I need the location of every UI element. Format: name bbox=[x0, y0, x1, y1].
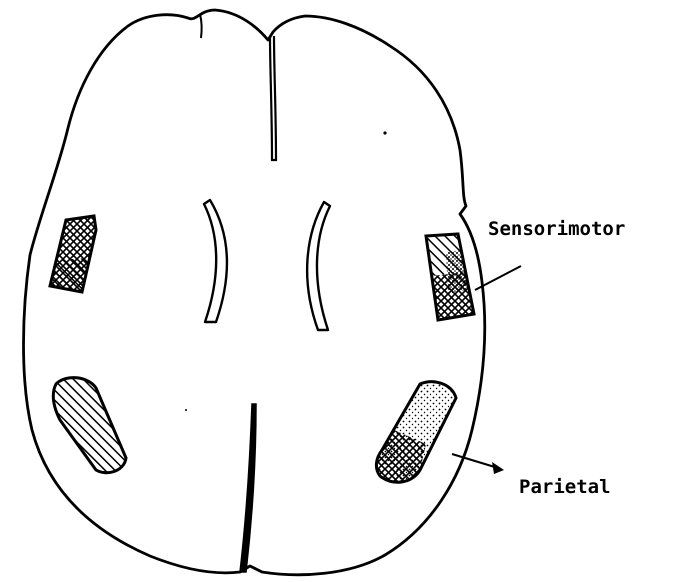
frontal-notch bbox=[200, 14, 202, 38]
right-sensorimotor-lesion bbox=[426, 234, 474, 320]
stray-dot bbox=[383, 131, 386, 134]
stray-dot bbox=[185, 409, 187, 411]
left-sensorimotor-lesion bbox=[50, 216, 96, 292]
brain-outline bbox=[24, 10, 485, 575]
parietal-label: Parietal bbox=[519, 476, 611, 498]
anterior-fissure bbox=[270, 36, 276, 160]
left-ventricle bbox=[204, 200, 227, 322]
left-parietal-lesion bbox=[53, 378, 126, 473]
posterior-fissure bbox=[240, 404, 256, 572]
sensorimotor-label: Sensorimotor bbox=[488, 218, 625, 240]
right-parietal-lesion bbox=[376, 382, 456, 483]
right-ventricle bbox=[307, 202, 330, 330]
